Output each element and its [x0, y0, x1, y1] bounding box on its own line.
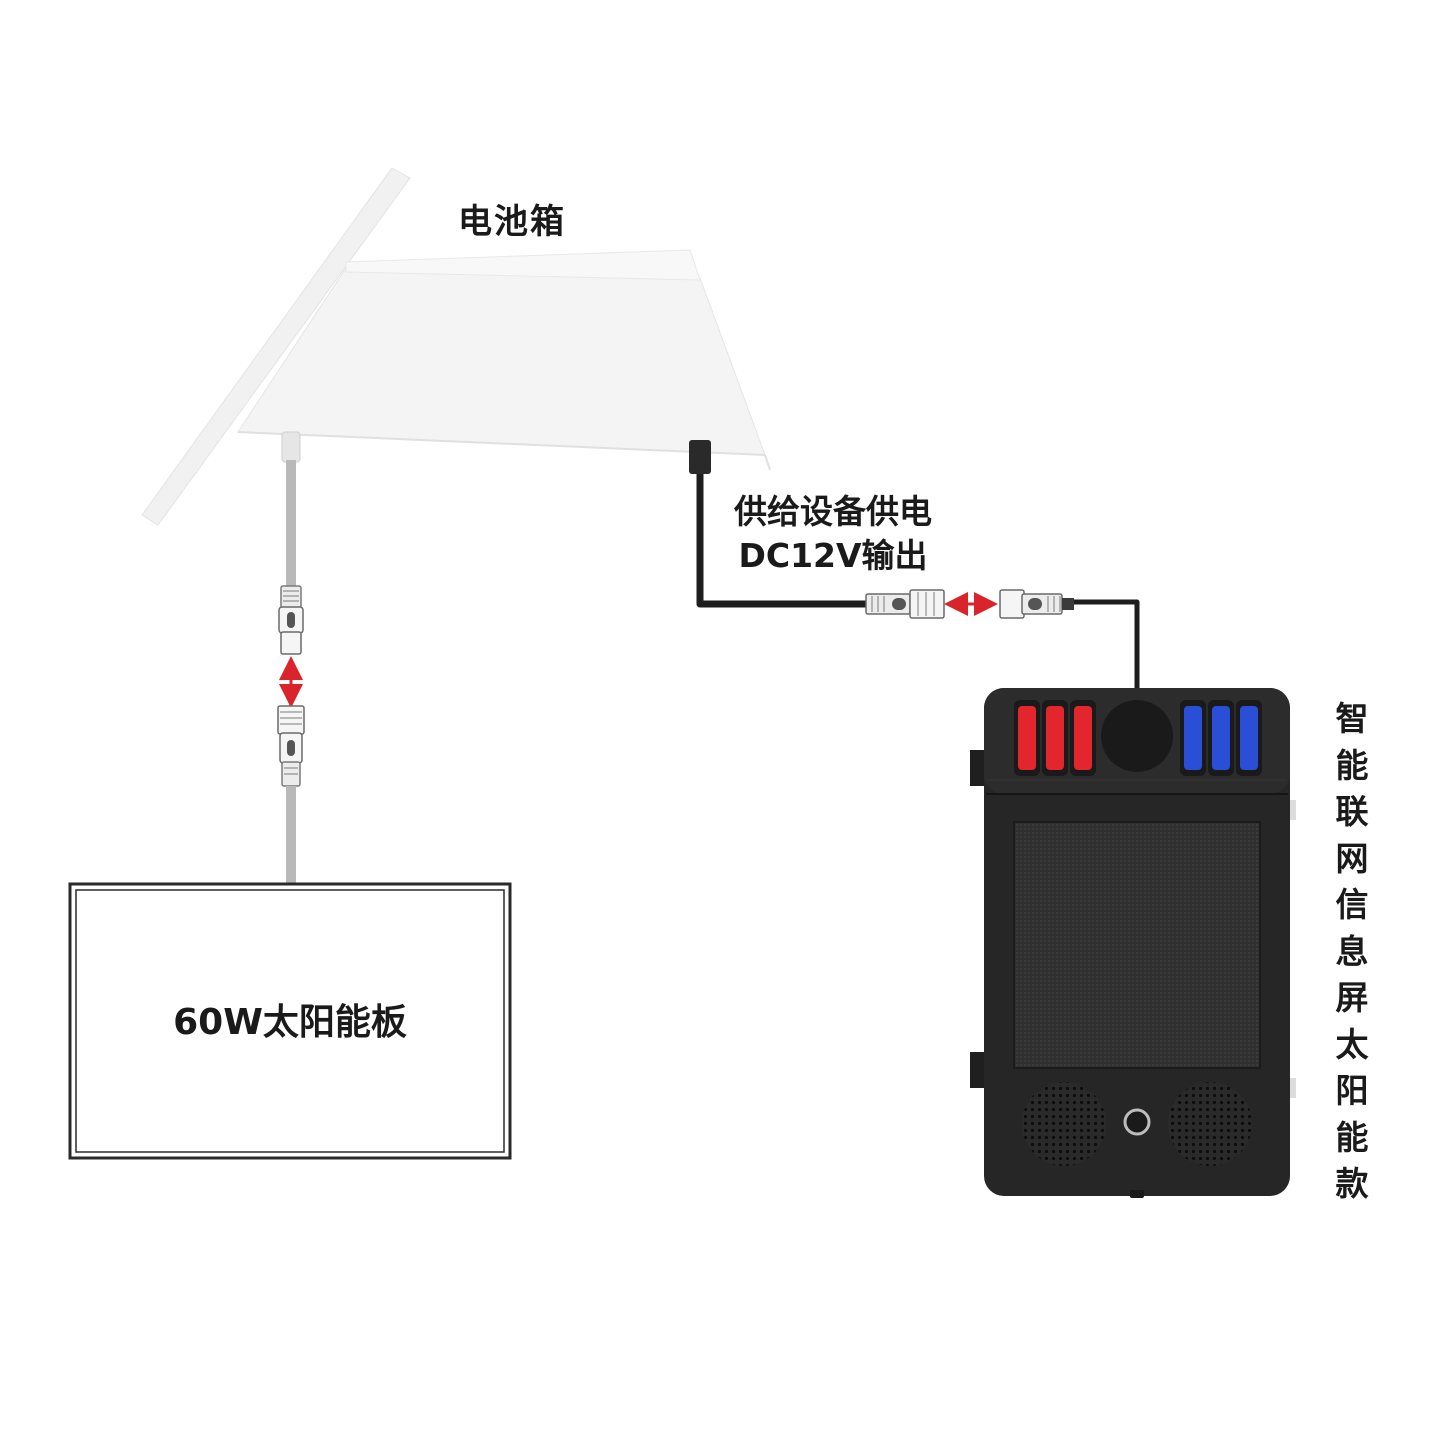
connector-icon	[278, 585, 304, 655]
red-warning-lights	[1014, 700, 1096, 776]
panel-bracket	[141, 167, 411, 526]
solar-panel	[68, 882, 512, 1160]
battery-box-lid	[345, 249, 701, 281]
connector-icon	[999, 589, 1074, 619]
speaker-icon	[1168, 1082, 1252, 1166]
device-label: 智能联网信息屏太阳能款	[1335, 699, 1369, 1203]
dc-output-label: 供给设备供电 DC12V输出	[734, 490, 932, 578]
speaker-icon	[1022, 1082, 1106, 1166]
blue-warning-lights	[1180, 700, 1262, 776]
connector-icon	[277, 705, 305, 787]
dc-output-cable	[689, 440, 1140, 690]
battery-box	[141, 167, 771, 526]
cable-gland-icon	[281, 431, 301, 463]
solar-cable	[277, 431, 305, 884]
battery-box-label: 电池箱	[458, 202, 566, 242]
cable-gland-icon	[689, 440, 711, 474]
connector-icon	[865, 589, 945, 619]
dc-output-label-line1: 供给设备供电	[734, 492, 932, 531]
camera-icon	[1101, 700, 1173, 772]
button-icon	[1123, 1108, 1151, 1136]
solar-panel-label: 60W太阳能板	[173, 1002, 407, 1043]
dc-output-label-line2: DC12V输出	[738, 536, 928, 575]
led-display-screen	[1013, 821, 1261, 1069]
smart-screen-device	[970, 688, 1296, 1198]
